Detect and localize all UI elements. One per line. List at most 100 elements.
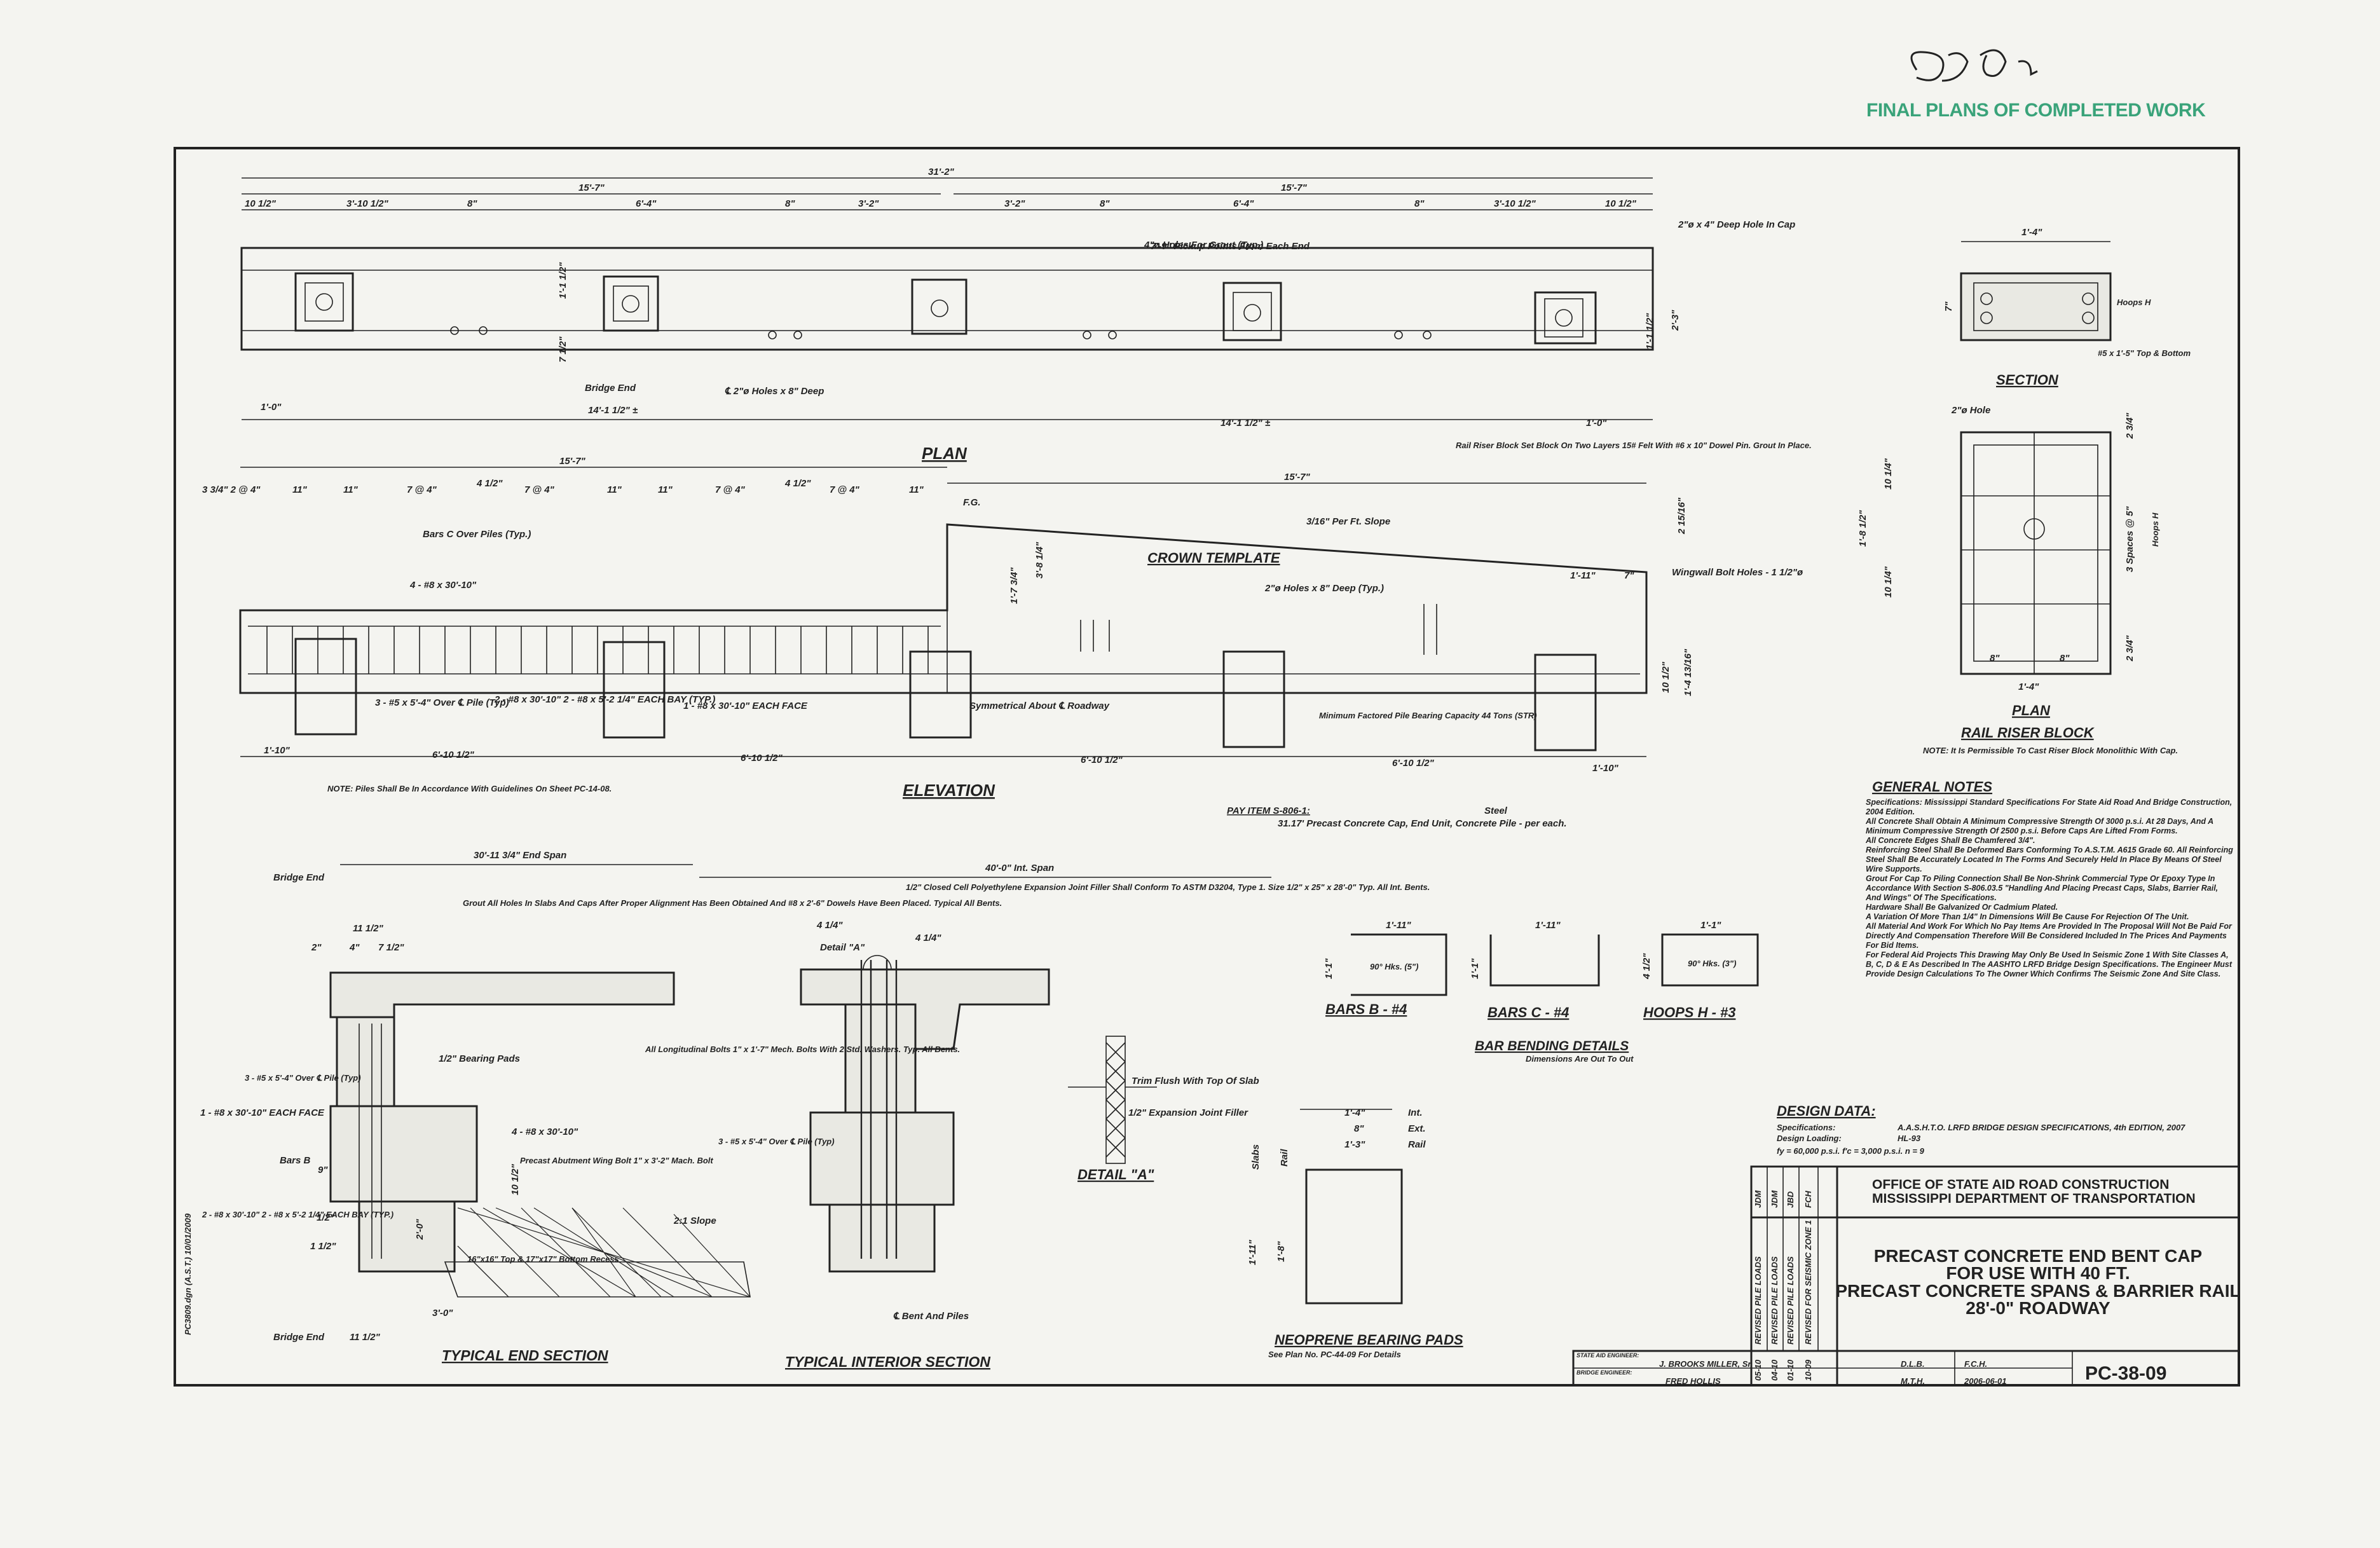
int-slab [800,968,1050,1050]
bar-bending-details: 1'-11" 1'-1" 90° Hks. (5") BARS B - #4 1… [1323,920,1759,1064]
plan-end-dim: 1'-0" [261,402,282,413]
elev-bars3-note: 3 - #5 x 5'-4" Over ℄ Pile (Typ) [375,697,509,708]
plan-dim: 3'-2" [858,198,879,209]
revision-desc: REVISED PILE LOADS [1770,1256,1779,1345]
grout-note: Grout All Holes In Slabs And Caps After … [463,898,1002,908]
plan-half-right: 15'-7" [1281,182,1308,193]
int-cl-note: ℄ Bent And Piles [893,1311,969,1322]
tb-state-engineer: J. BROOKS MILLER, Sr. [1659,1359,1753,1369]
end-dim: 10 1/2" [510,1163,521,1195]
pay-item-text: 31.17' Precast Concrete Cap, End Unit, C… [1278,818,1567,829]
typical-end-title: TYPICAL END SECTION [442,1347,608,1364]
design-data: DESIGN DATA: Specifications: A.A.S.H.T.O… [1777,1103,2185,1156]
plan-dim: 8" [1100,198,1110,209]
end-slope-note: 2:1 Slope [673,1216,716,1226]
revision-date: 04-10 [1770,1359,1779,1381]
design-loading: HL-93 [1898,1134,1921,1143]
general-note: All Material And Work For Which No Pay I… [1866,922,2232,950]
bars-c-title: BARS C - #4 [1488,1004,1569,1020]
title-block: REVISED PILE LOADS REVISED PILE LOADS RE… [1572,1165,2241,1387]
crown-template-label: CROWN TEMPLATE [1147,550,1281,566]
end-dim: 7 1/2" [378,942,404,953]
bars-b-shape [1351,933,1447,996]
bars-b-dim: 1'-11" [1386,920,1411,931]
plan-overall-dim: 31'-2" [928,167,955,177]
elev-dim: 6'-10 1/2" [741,753,783,764]
section-bars: #5 x 1'-5" Top & Bottom [2098,348,2191,358]
tb-designed: D.L.B. [1901,1359,1925,1369]
neoprene-side: 1'-8" [1276,1241,1287,1262]
detail-a-filler: 1/2" Expansion Joint Filler [1128,1107,1248,1118]
elev-top-dim: 4 1/2" [784,478,811,489]
int-detail-a-callout: Detail "A" [820,942,865,953]
plan-view: 31'-2" 15'-7" 15'-7" 10 1/2" 3'-10 1/2" … [240,167,1812,463]
bars-over-piles-note: Bars C Over Piles (Typ.) [423,529,531,540]
plan-dim: 10 1/2" [1605,198,1637,209]
pickup-note: 7'-9" Pickup Points From Each End [1151,241,1310,252]
elev-top-dim: 4 1/2" [476,478,503,489]
end-dim: 1/2" [317,1212,335,1223]
design-spec-label: Specifications: [1777,1123,1835,1132]
elev-top-dim: 11" [658,484,673,495]
elev-dim: 6'-10 1/2" [432,750,475,760]
hoops-h-dim: 1'-1" [1700,920,1721,931]
hoops-h-hooks: 90° Hks. (3") [1688,959,1736,968]
plan-dim: 6'-4" [1233,198,1254,209]
end-wing-note: Precast Abutment Wing Bolt 1" x 3'-2" Ma… [520,1156,713,1165]
riser-plan-view: 2"ø Hole 1'-8 1/2" 10 1/4" 10 1/4" 2 3/4… [1857,405,2178,755]
end-recess-note: 16"x16" Top & 17"x17" Bottom Recess [467,1254,619,1264]
elev-top-dim: 7 @ 4" [524,484,555,495]
pile-note: NOTE: Piles Shall Be In Accordance With … [327,784,612,793]
section-outline [1960,272,2112,341]
end-span-dim: 30'-11 3/4" End Span [474,850,566,861]
tb-checked: F.C.H. [1964,1359,1987,1369]
riser-note-text: NOTE: It Is Permissible To Cast Riser Bl… [1923,746,2178,755]
riser-dim: 8" [2060,653,2070,664]
plan-side-dim: 2'-3" [1670,310,1681,331]
plan-dim: 10 1/2" [245,198,277,209]
general-note: All Concrete Shall Obtain A Minimum Comp… [1866,817,2213,835]
elev-top-dim: 11" [292,484,308,495]
neoprene-sub: See Plan No. PC-44-09 For Details [1268,1350,1401,1359]
end-dim: 3'-0" [432,1308,453,1319]
plan-dim: 8" [1414,198,1425,209]
neoprene-dim: 8" [1354,1123,1364,1134]
drawing-title-2: FOR USE WITH 40 FT. [1946,1263,2130,1283]
elevation-view: 15'-7" 15'-7" 3 3/4" 2 @ 4" 11" 11" 7 @ … [202,456,1803,829]
general-notes: GENERAL NOTES Specifications: Mississipp… [1866,779,2233,978]
plan-span-dim: 14'-1 1/2" ± [588,405,638,416]
section-height-dim: 7" [1943,301,1954,312]
drawing-title-4: 28'-0" ROADWAY [1966,1298,2110,1318]
drawing-title-1: PRECAST CONCRETE END BENT CAP [1874,1246,2202,1266]
end-dim: 2'-0" [414,1219,425,1240]
neoprene-pad-shape [1305,1168,1403,1305]
general-note: Hardware Shall Be Galvanized Or Cadmium … [1866,903,2058,912]
detail-a: Trim Flush With Top Of Slab 1/2" Expansi… [1068,1036,1259,1182]
end-dim: 11 1/2" [353,923,384,934]
riser-hoops: Hoops H [2151,512,2160,547]
plan-dim: 8" [467,198,477,209]
elev-dim: 1'-10" [1592,763,1619,774]
riser-dim: 2 3/4" [2124,635,2135,662]
elev-top-dim: 11" [343,484,359,495]
end-pads-note: 1/2" Bearing Pads [439,1053,520,1064]
elev-side-dim: 1'-7 3/4" [1009,567,1020,604]
end-bars3-note: 3 - #5 x 5'-4" Over ℄ Pile (Typ) [245,1073,361,1083]
plan-dim: 3'-10 1/2" [346,198,389,209]
general-note: All Concrete Edges Shall Be Chamfered 3/… [1866,836,2035,845]
elev-bars1-note: 1 - #8 x 30'-10" EACH FACE [683,701,808,711]
bars-4-note: 4 - #8 x 30'-10" [409,580,477,591]
revision-by: JBD [1786,1191,1795,1208]
cap-elevation-outline [239,523,1648,694]
end-dim: 4" [349,942,360,953]
wingwall-note: Wingwall Bolt Holes - 1 1/2"ø [1672,567,1803,578]
plan-half-left: 15'-7" [578,182,605,193]
section-width-dim: 1'-4" [2021,227,2042,238]
general-note: Specifications: Mississippi Standard Spe… [1866,798,2233,816]
riser-dim: 1'-8 1/2" [1857,510,1868,547]
neoprene-type: Ext. [1408,1123,1426,1134]
elev-dim: 6'-10 1/2" [1081,755,1123,765]
int-bars3-note: 3 - #5 x 5'-4" Over ℄ Pile (Typ) [718,1137,835,1146]
